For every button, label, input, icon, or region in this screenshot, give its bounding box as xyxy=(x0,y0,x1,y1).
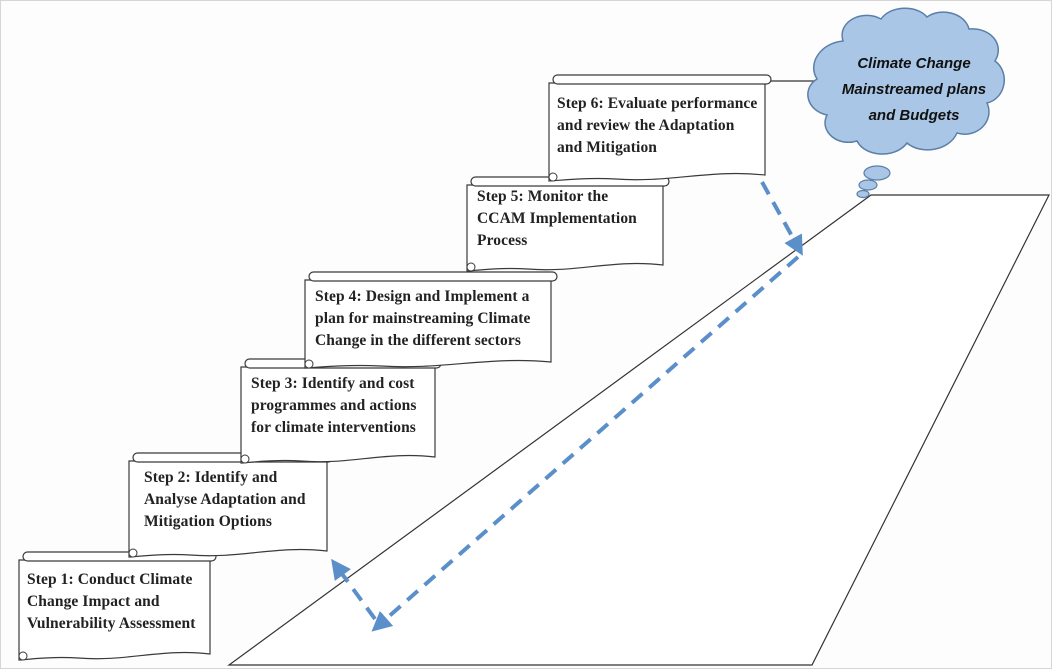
step-6-label: Step 6: Evaluate performance and review … xyxy=(557,93,757,159)
scroll-body xyxy=(18,559,211,661)
step-6-line-3: and Mitigation xyxy=(557,139,658,156)
step-1-scroll xyxy=(18,551,217,661)
step-3-line-2: programmes and actions xyxy=(251,397,417,414)
step-scrolls xyxy=(18,74,772,661)
step-5-line-1: Step 5: Monitor the xyxy=(477,188,609,205)
step-6-scroll xyxy=(548,74,772,182)
step-1-line-3: Vulnerability Assessment xyxy=(27,615,196,632)
goal-cloud xyxy=(807,7,1005,199)
goal-line-2: Mainstreamed plans xyxy=(841,81,987,98)
step-2-line-1: Step 2: Identify and xyxy=(144,469,278,486)
step-4-label: Step 4: Design and Implement a plan for … xyxy=(315,286,531,352)
arrow-to-step2 xyxy=(331,558,377,621)
step-6-line-2: and review the Adaptation xyxy=(557,117,735,134)
step-5-scroll xyxy=(466,176,670,272)
step-3-line-1: Step 3: Identify and cost xyxy=(251,375,415,392)
scroll-curl xyxy=(240,454,250,464)
step-3-line-3: for climate interventions xyxy=(251,419,416,436)
cloud-bubble-large xyxy=(863,165,891,181)
goal-line-1: Climate Change xyxy=(857,55,971,72)
ramp-parallelogram xyxy=(227,194,1050,666)
step-2-label: Step 2: Identify and Analyse Adaptation … xyxy=(144,467,306,533)
step-5-line-3: Process xyxy=(477,232,528,249)
cloud-shape xyxy=(807,7,1005,155)
scroll-top-roll xyxy=(552,74,772,85)
arrow-step6-down xyxy=(760,181,803,256)
scroll-curl xyxy=(18,651,28,661)
goal-cloud-text: Climate Change Mainstreamed plans and Bu… xyxy=(839,51,989,129)
scroll-curl xyxy=(548,172,558,182)
scroll-body xyxy=(304,279,552,369)
scroll-body xyxy=(548,82,766,182)
scroll-top-roll xyxy=(308,271,558,282)
step-4-line-3: Change in the different sectors xyxy=(315,332,522,349)
feedback-arrows xyxy=(331,181,803,632)
goal-line-3: and Budgets xyxy=(868,107,960,124)
step-3-label: Step 3: Identify and cost programmes and… xyxy=(251,373,417,439)
step-4-scroll xyxy=(304,271,558,369)
arrow-diagonal-return xyxy=(371,255,800,632)
step-2-line-2: Analyse Adaptation and xyxy=(144,491,306,508)
step-6-line-1: Step 6: Evaluate performance xyxy=(557,95,758,112)
scroll-curl xyxy=(466,262,476,272)
scroll-curl xyxy=(304,359,314,369)
scroll-body xyxy=(240,366,436,464)
step-2-line-3: Mitigation Options xyxy=(144,513,272,530)
step-4-line-1: Step 4: Design and Implement a xyxy=(315,288,530,305)
step-5-line-2: CCAM Implementation xyxy=(477,210,637,227)
step-4-line-2: plan for mainstreaming Climate xyxy=(315,310,531,327)
step-1-line-1: Step 1: Conduct Climate xyxy=(27,571,193,588)
step-5-label: Step 5: Monitor the CCAM Implementation … xyxy=(477,186,637,252)
cloud-bubble-small xyxy=(856,189,870,199)
scroll-body xyxy=(128,460,328,558)
scroll-body xyxy=(466,184,664,272)
cloud-bubble-medium xyxy=(858,179,878,191)
step-1-line-2: Change Impact and xyxy=(27,593,160,610)
step-1-label: Step 1: Conduct Climate Change Impact an… xyxy=(27,569,195,635)
scroll-curl xyxy=(128,548,138,558)
